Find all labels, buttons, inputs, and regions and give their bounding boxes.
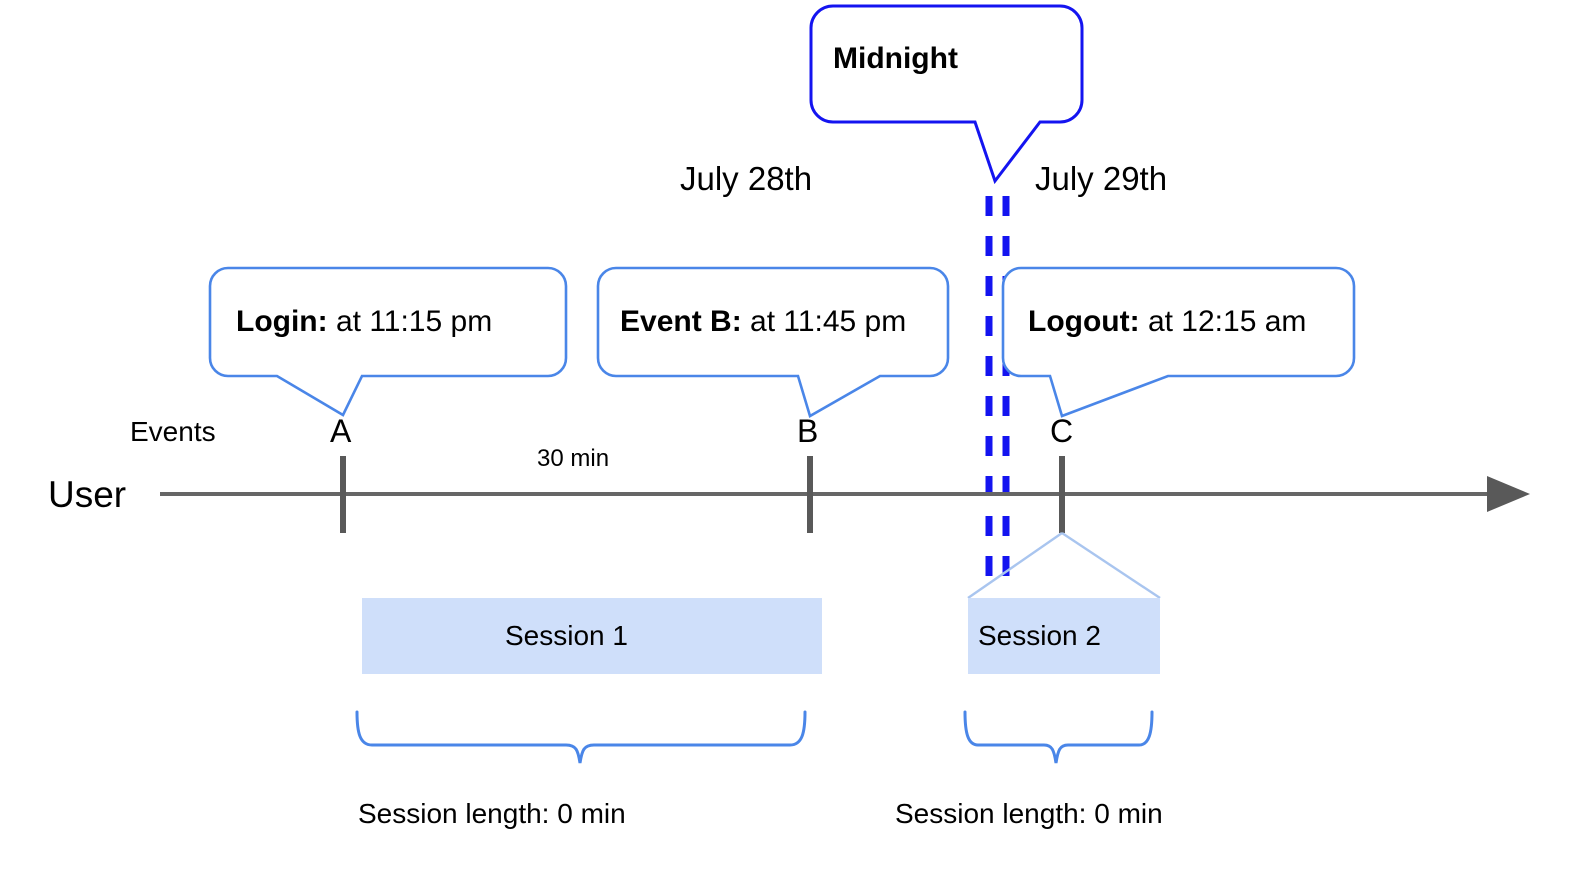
session-2-label: Session 2 [978, 620, 1101, 651]
callout-logout-rest: at 12:15 am [1139, 305, 1307, 338]
callout-event-b-bold: Event B: [620, 305, 742, 338]
session-braces [355, 710, 1154, 764]
brace-session-2 [963, 710, 1154, 764]
session-bars [362, 598, 1160, 674]
callout-login-rest: at 11:15 pm [327, 305, 493, 338]
callout-event-b-rest: at 11:45 pm [741, 305, 907, 338]
midnight-callout-shape [809, 4, 1084, 185]
session-2-bar [968, 598, 1160, 674]
session-2-connectors [967, 531, 1161, 600]
midnight-callout-label: Midnight [833, 42, 958, 75]
date-label-july-28: July 28th [680, 160, 813, 197]
callout-event-b-text: Event B: at 11:45 pm [620, 307, 906, 337]
callout-logout-text: Logout: at 12:15 am [1028, 307, 1306, 337]
row-label-events: Events [130, 416, 216, 447]
midnight-dashed-lines [985, 196, 1010, 580]
callout-login-bold: Login: [236, 305, 328, 338]
event-ticks [340, 456, 1065, 533]
callout-login-shape [208, 266, 568, 417]
session-2-length-label: Session length: 0 min [895, 798, 1163, 829]
timeline-axis [160, 476, 1530, 512]
callout-logout-bold: Logout: [1028, 305, 1140, 338]
brace-session-1 [355, 710, 807, 764]
callout-event-b-shape [596, 266, 950, 418]
row-label-user: User [48, 474, 127, 515]
duration-label-30-min: 30 min [537, 445, 610, 472]
event-letter-c: C [1050, 413, 1074, 449]
date-label-july-29: July 29th [1035, 160, 1168, 197]
session-1-length-label: Session length: 0 min [358, 798, 626, 829]
session-1-label: Session 1 [505, 620, 628, 651]
event-letter-b: B [797, 413, 819, 449]
session-1-bar [362, 598, 822, 674]
callout-logout-shape [1001, 266, 1356, 418]
event-letter-a: A [330, 413, 352, 449]
callout-login-text: Login: at 11:15 pm [236, 307, 492, 337]
